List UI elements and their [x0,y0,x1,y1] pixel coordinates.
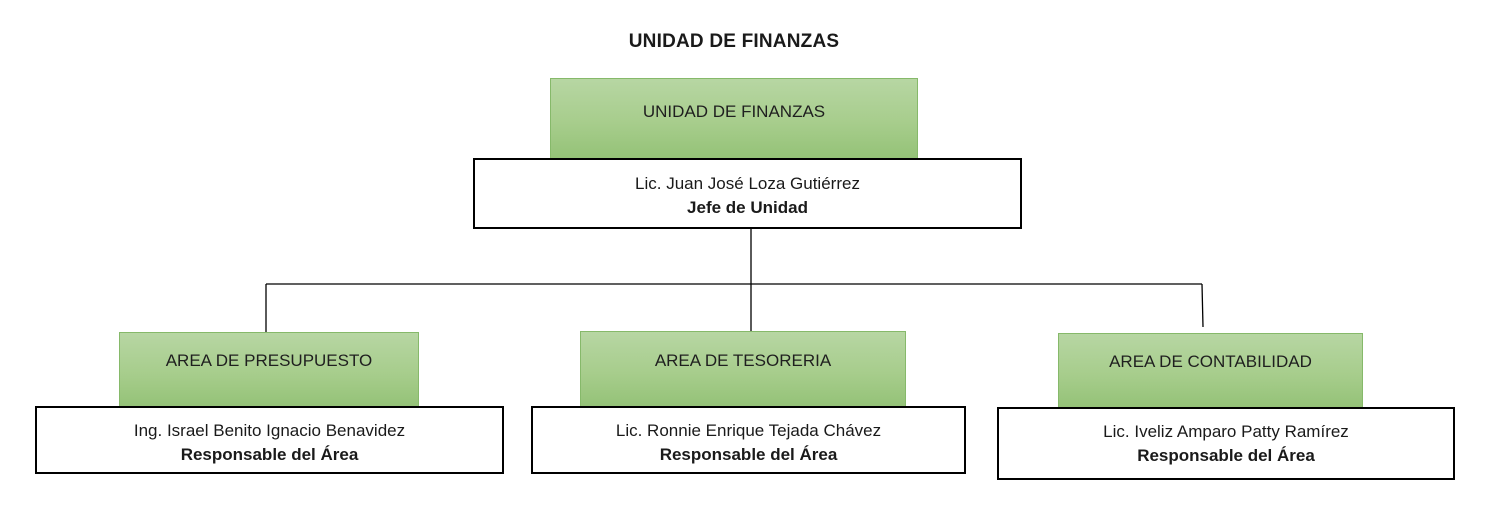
person-box-presupuesto: Ing. Israel Benito Ignacio Benavidez Res… [35,406,504,474]
person-box-head: Lic. Juan José Loza Gutiérrez Jefe de Un… [473,158,1022,229]
unit-box-contabilidad: AREA DE CONTABILIDAD [1058,333,1363,409]
person-name-contabilidad: Lic. Iveliz Amparo Patty Ramírez [1103,422,1349,441]
person-role-head: Jefe de Unidad [687,198,808,217]
unit-label-presupuesto: AREA DE PRESUPUESTO [165,351,373,370]
unit-box-head: UNIDAD DE FINANZAS [550,78,918,160]
unit-box-tesoreria: AREA DE TESORERIA [580,331,906,408]
unit-box-presupuesto: AREA DE PRESUPUESTO [119,332,419,408]
person-box-tesoreria: Lic. Ronnie Enrique Tejada Chávez Respon… [531,406,966,474]
unit-label-head: UNIDAD DE FINANZAS [642,102,826,121]
person-role-contabilidad: Responsable del Área [1137,446,1315,465]
person-role-tesoreria: Responsable del Área [659,445,838,464]
page-title: UNIDAD DE FINANZAS [628,31,840,52]
connector-right-down [1201,283,1204,328]
person-box-contabilidad: Lic. Iveliz Amparo Patty Ramírez Respons… [997,407,1455,480]
unit-label-contabilidad: AREA DE CONTABILIDAD [1109,352,1312,371]
person-name-tesoreria: Lic. Ronnie Enrique Tejada Chávez [615,421,882,440]
person-name-head: Lic. Juan José Loza Gutiérrez [635,174,860,193]
unit-label-tesoreria: AREA DE TESORERIA [654,351,832,370]
person-role-presupuesto: Responsable del Área [180,445,359,464]
person-name-presupuesto: Ing. Israel Benito Ignacio Benavidez [133,421,406,440]
